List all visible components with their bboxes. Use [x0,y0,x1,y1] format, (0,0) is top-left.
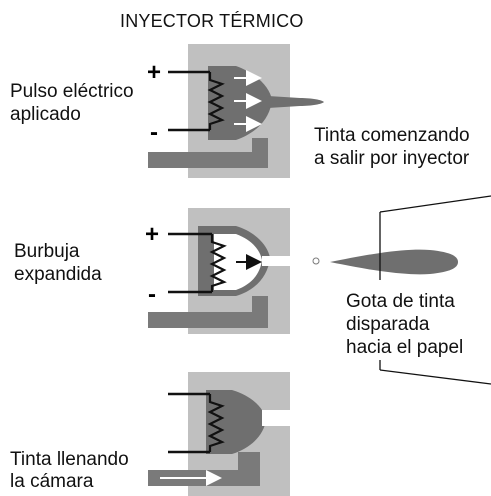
minus-sign: - [148,281,156,308]
diagram-title: INYECTOR TÉRMICO [120,11,304,31]
plus-sign: + [145,221,159,248]
ink-fragment [312,257,320,265]
drop-label-line1: Gota de tinta [346,291,455,312]
ink-feed-channel [148,296,268,328]
panel-bubble: + - [145,195,491,385]
paper-perspective-line [379,195,491,213]
heater-resistor [207,394,225,452]
nozzle-opening-right [268,44,290,102]
nozzle-channel [262,410,310,426]
minus-sign: - [150,119,158,146]
ink-start-label-line2: a salir por inyector [314,148,470,169]
heater-resistor [207,72,225,130]
panel-pulse: + - [147,44,324,178]
drop-label-line2: disparada [346,314,430,335]
nozzle-opening-right [266,372,290,412]
paper-perspective-line [379,369,491,385]
nozzle-opening-right [270,208,290,258]
ink-start-label-line1: Tinta comenzando [314,125,470,146]
drop-label-line3: hacia el papel [346,337,464,358]
nozzle-channel [262,256,310,266]
fill-label-line2: la cámara [10,471,94,492]
pulse-label-line1: Pulso eléctrico [10,81,134,102]
panel-refill [148,372,310,496]
fill-label-line1: Tinta llenando [10,449,129,470]
heater-resistor [209,234,227,292]
pulse-label-line2: aplicado [10,104,81,125]
plus-sign: + [147,59,161,86]
ink-jet [268,96,324,108]
bubble-label-line2: expandida [14,264,102,285]
ink-drop [330,249,458,275]
ink-feed-channel [148,138,268,168]
bubble-label-line1: Burbuja [14,241,80,262]
